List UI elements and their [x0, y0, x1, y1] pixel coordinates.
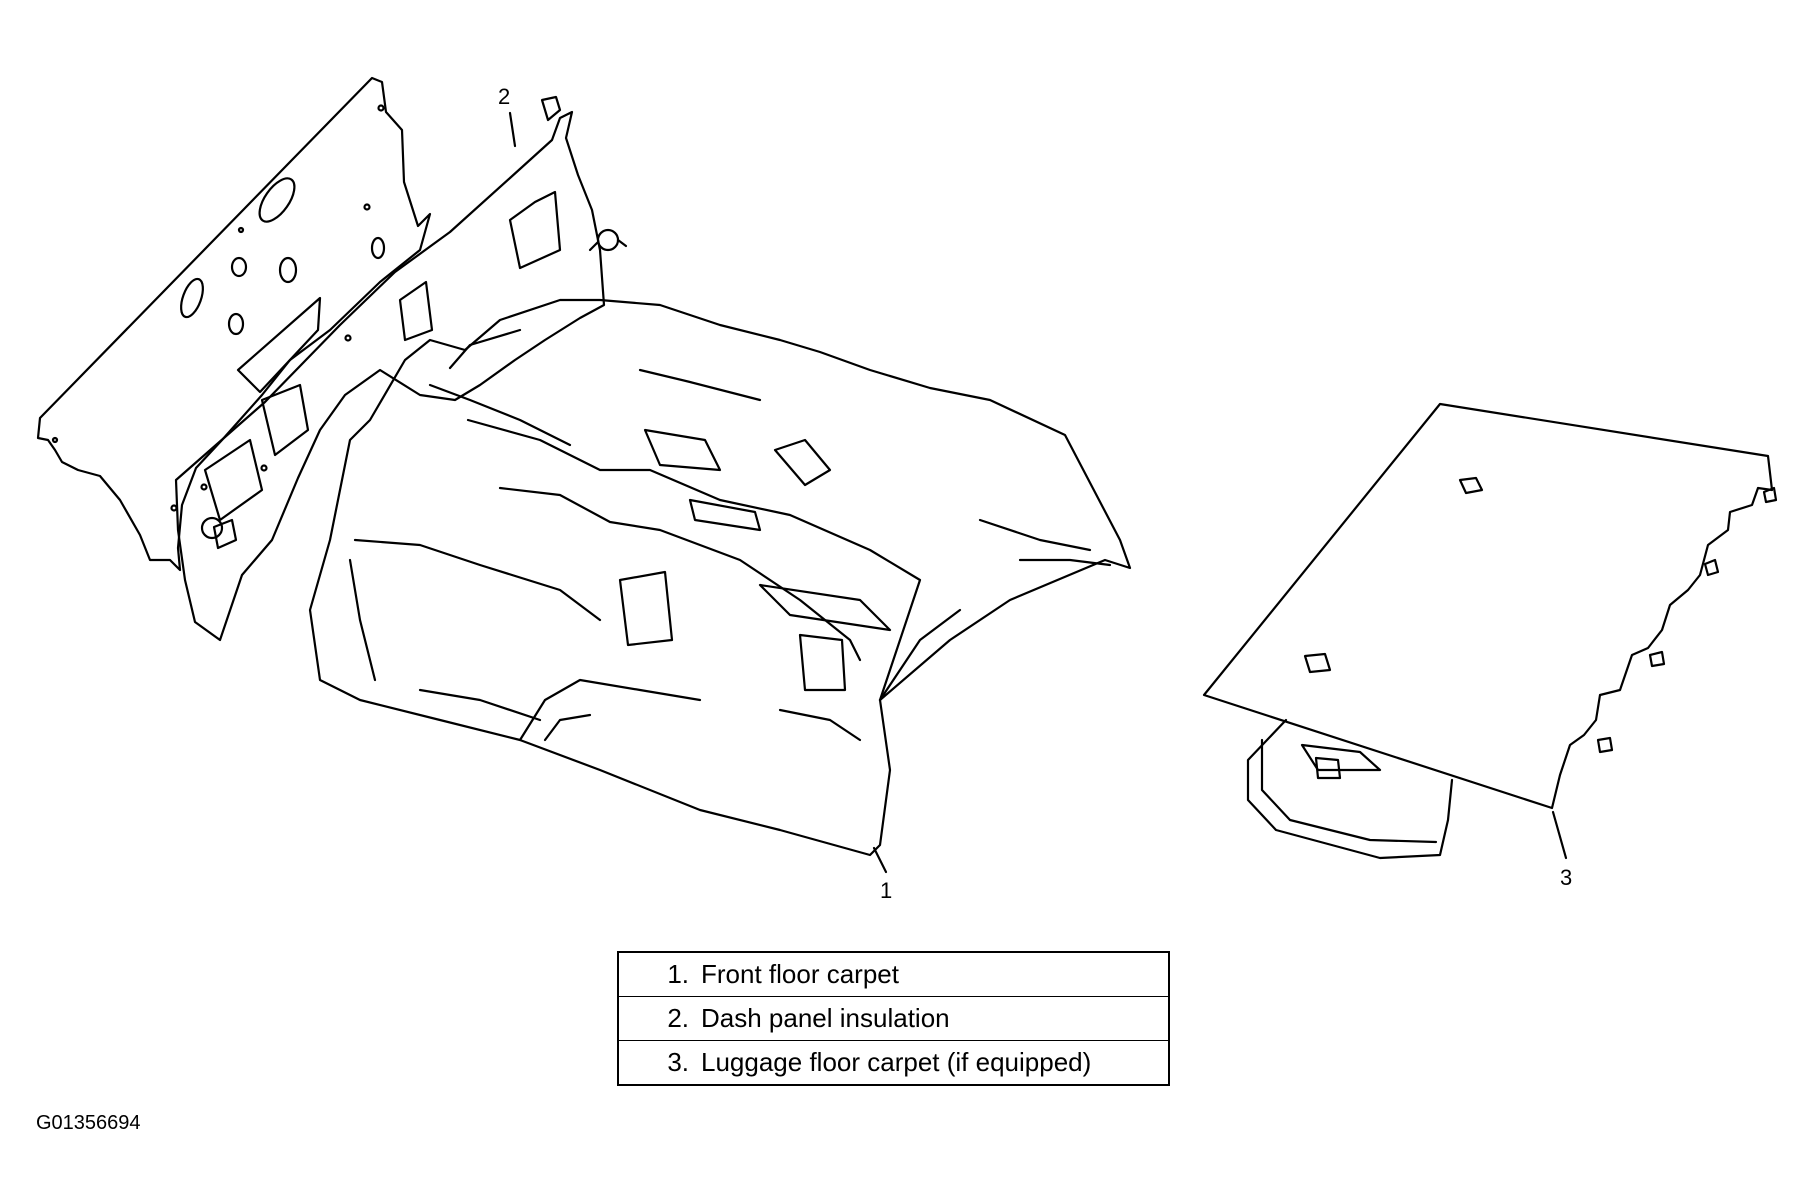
callout-1: 1: [872, 846, 892, 903]
legend-number: 2.: [667, 1003, 689, 1033]
legend-cell: 3. Luggage floor carpet (if equipped): [617, 1040, 1170, 1086]
callout-2-number: 2: [498, 84, 510, 109]
legend-cell: 1. Front floor carpet: [617, 951, 1170, 997]
figure-id: G01356694: [36, 1112, 141, 1134]
dash-panel-insulation-molded: [174, 95, 628, 642]
legend-row: 3. Luggage floor carpet (if equipped): [617, 1040, 1170, 1086]
callout-3: 3: [1551, 810, 1572, 890]
callout-3-number: 3: [1560, 865, 1572, 890]
legend-row: 1. Front floor carpet: [617, 951, 1170, 997]
legend-row: 2. Dash panel insulation: [617, 996, 1170, 1041]
legend-number: 1.: [667, 959, 689, 989]
legend-label: Front floor carpet: [701, 959, 899, 989]
legend-label: Dash panel insulation: [701, 1003, 950, 1033]
legend-label: Luggage floor carpet (if equipped): [701, 1047, 1092, 1077]
parts-legend-table: 1. Front floor carpet 2. Dash panel insula…: [617, 951, 1170, 1086]
legend-cell: 2. Dash panel insulation: [617, 996, 1170, 1041]
dash-panel-insulation-sheet: [36, 76, 432, 572]
front-floor-carpet: [308, 298, 1132, 857]
callout-2: 2: [498, 84, 517, 148]
luggage-floor-carpet: [1202, 402, 1778, 860]
legend-number: 3.: [667, 1047, 689, 1077]
callout-1-number: 1: [880, 878, 892, 903]
